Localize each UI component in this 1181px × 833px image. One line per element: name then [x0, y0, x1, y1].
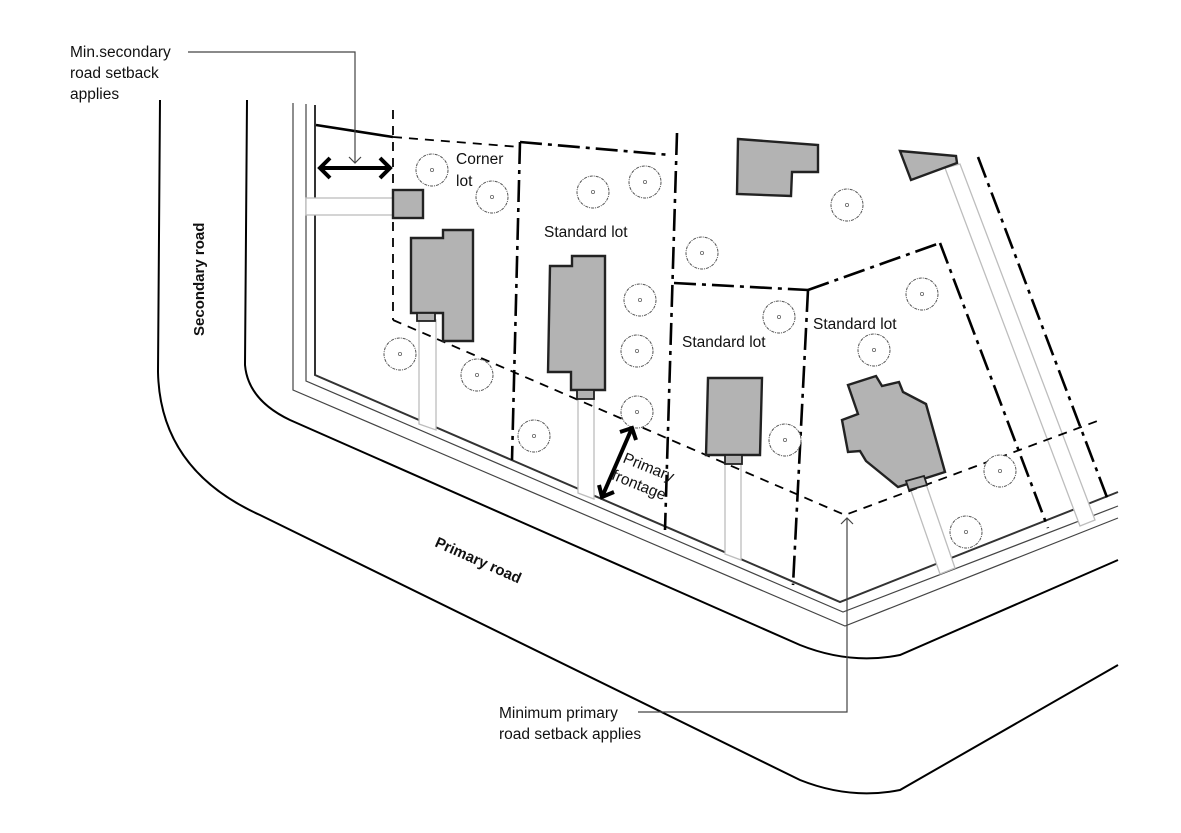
lot-line-standard2-rear: [673, 281, 809, 292]
tree-icon: [415, 153, 449, 187]
driveway-standard-1: [577, 397, 595, 500]
house-icon: [898, 149, 959, 182]
tree-icon: [460, 358, 494, 392]
tree-icon: [905, 277, 939, 311]
road-edge-outer: [156, 99, 1119, 795]
tree-icon: [685, 236, 719, 270]
secondary-setback-label-3: applies: [70, 86, 119, 103]
porch: [416, 312, 436, 322]
standard-lot-label-3: Standard lot: [813, 316, 897, 333]
tree-icon: [475, 180, 509, 214]
driveway-corner-side: [305, 197, 395, 216]
primary-road-label: Primary road: [432, 534, 523, 587]
tree-icon: [768, 423, 802, 457]
buildings: [391, 137, 959, 492]
primary-frontage-double-arrow-icon: [597, 425, 638, 500]
tree-icon: [620, 334, 654, 368]
secondary-setback-double-arrow-icon: [317, 156, 393, 180]
house-icon: [546, 254, 607, 392]
house-icon: [704, 376, 764, 457]
road-edge-inner: [243, 99, 1119, 660]
tree-icon: [830, 188, 864, 222]
lot-line-standard1-standard2: [663, 132, 679, 531]
tree-icon: [383, 337, 417, 371]
secondary-road-label: Secondary road: [191, 223, 208, 336]
primary-setback-line: [392, 319, 1101, 516]
porch: [576, 389, 595, 400]
driveway-far-right: [944, 163, 1096, 527]
trees: [383, 153, 1017, 549]
lot-line-standard3-rear: [807, 241, 941, 292]
house-icon: [391, 188, 425, 220]
driveway-standard-2: [724, 461, 742, 561]
tree-icon: [623, 283, 657, 317]
driveways: [305, 163, 1096, 575]
driveway-corner: [418, 319, 437, 431]
sidewalk-line-1: [292, 103, 1119, 627]
corner-lot-label-2: lot: [456, 173, 473, 190]
leader-arrow-icon: [840, 517, 854, 525]
secondary-setback-label-2: road setback: [70, 65, 159, 82]
standard-lot-label-2: Standard lot: [682, 334, 766, 351]
primary-setback-leader: [638, 517, 854, 713]
lot-line-far-right: [976, 156, 1110, 501]
secondary-setback-label-1: Min.secondary: [70, 44, 171, 61]
lot-line-corner-standard1: [510, 141, 522, 461]
secondary-setback-leader: [188, 51, 362, 164]
lot-line-standard3-side: [938, 242, 1050, 529]
lot-line-corner-rear-2: [392, 136, 521, 148]
house-icon: [840, 374, 947, 489]
lot-line-standard2-standard3: [791, 289, 810, 586]
standard-lot-label-1: Standard lot: [544, 224, 628, 241]
tree-icon: [620, 395, 654, 429]
tree-icon: [576, 175, 610, 209]
lot-line-standard1-rear: [519, 140, 671, 157]
corner-lot-label-1: Corner: [456, 151, 503, 168]
porch: [904, 474, 929, 492]
porch: [724, 454, 743, 465]
leader-arrow-icon: [348, 156, 362, 164]
tree-icon: [857, 333, 891, 367]
tree-icon: [762, 300, 796, 334]
tree-icon: [517, 419, 551, 453]
sidewalk-line-2: [305, 104, 1119, 613]
primary-setback-label-2: road setback applies: [499, 726, 641, 743]
house-icon: [735, 137, 820, 198]
tree-icon: [949, 515, 983, 549]
driveway-standard-3: [909, 483, 956, 575]
tree-icon: [628, 165, 662, 199]
primary-setback-label-1: Minimum primary: [499, 705, 618, 722]
tree-icon: [983, 454, 1017, 488]
